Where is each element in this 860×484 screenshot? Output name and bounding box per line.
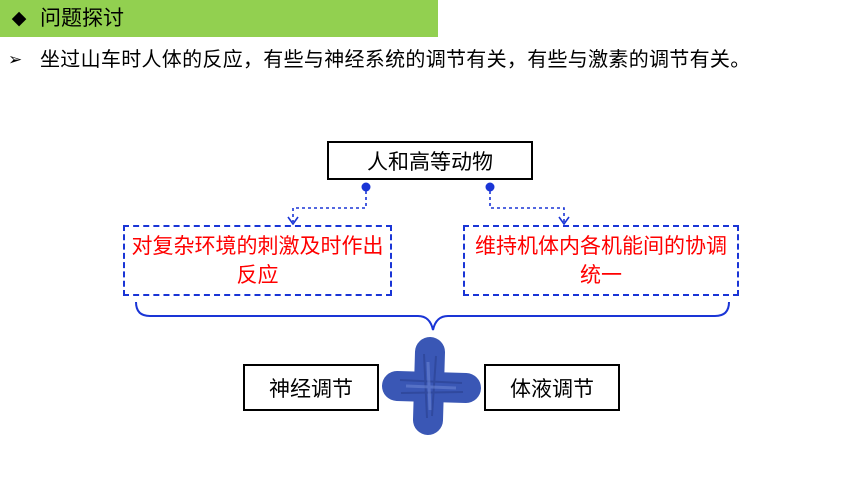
diamond-bullet-icon: ◆	[11, 7, 27, 29]
hand-drawn-plus-icon	[382, 337, 481, 435]
right-node: 维持机体内各机能间的协调统一	[463, 225, 739, 296]
section-title: 问题探讨	[40, 6, 124, 30]
section-header: ◆ 问题探讨	[0, 0, 438, 37]
left-connector-line	[292, 191, 367, 222]
curly-brace	[135, 301, 730, 331]
bullet-text: 坐过山车时人体的反应，有些与神经系统的调节有关，有些与激素的调节有关。	[40, 47, 751, 71]
humoral-regulation-node: 体液调节	[484, 364, 620, 411]
left-connector-arrowhead	[287, 216, 299, 226]
left-connector-dot	[361, 182, 371, 192]
top-node: 人和高等动物	[327, 141, 533, 180]
right-connector-dot	[485, 182, 495, 192]
arrow-bullet-icon: ➢	[8, 50, 23, 70]
right-connector-arrowhead	[558, 216, 570, 226]
nervous-regulation-node: 神经调节	[243, 364, 379, 411]
left-node: 对复杂环境的刺激及时作出反应	[123, 225, 392, 296]
right-connector-line	[489, 191, 565, 222]
